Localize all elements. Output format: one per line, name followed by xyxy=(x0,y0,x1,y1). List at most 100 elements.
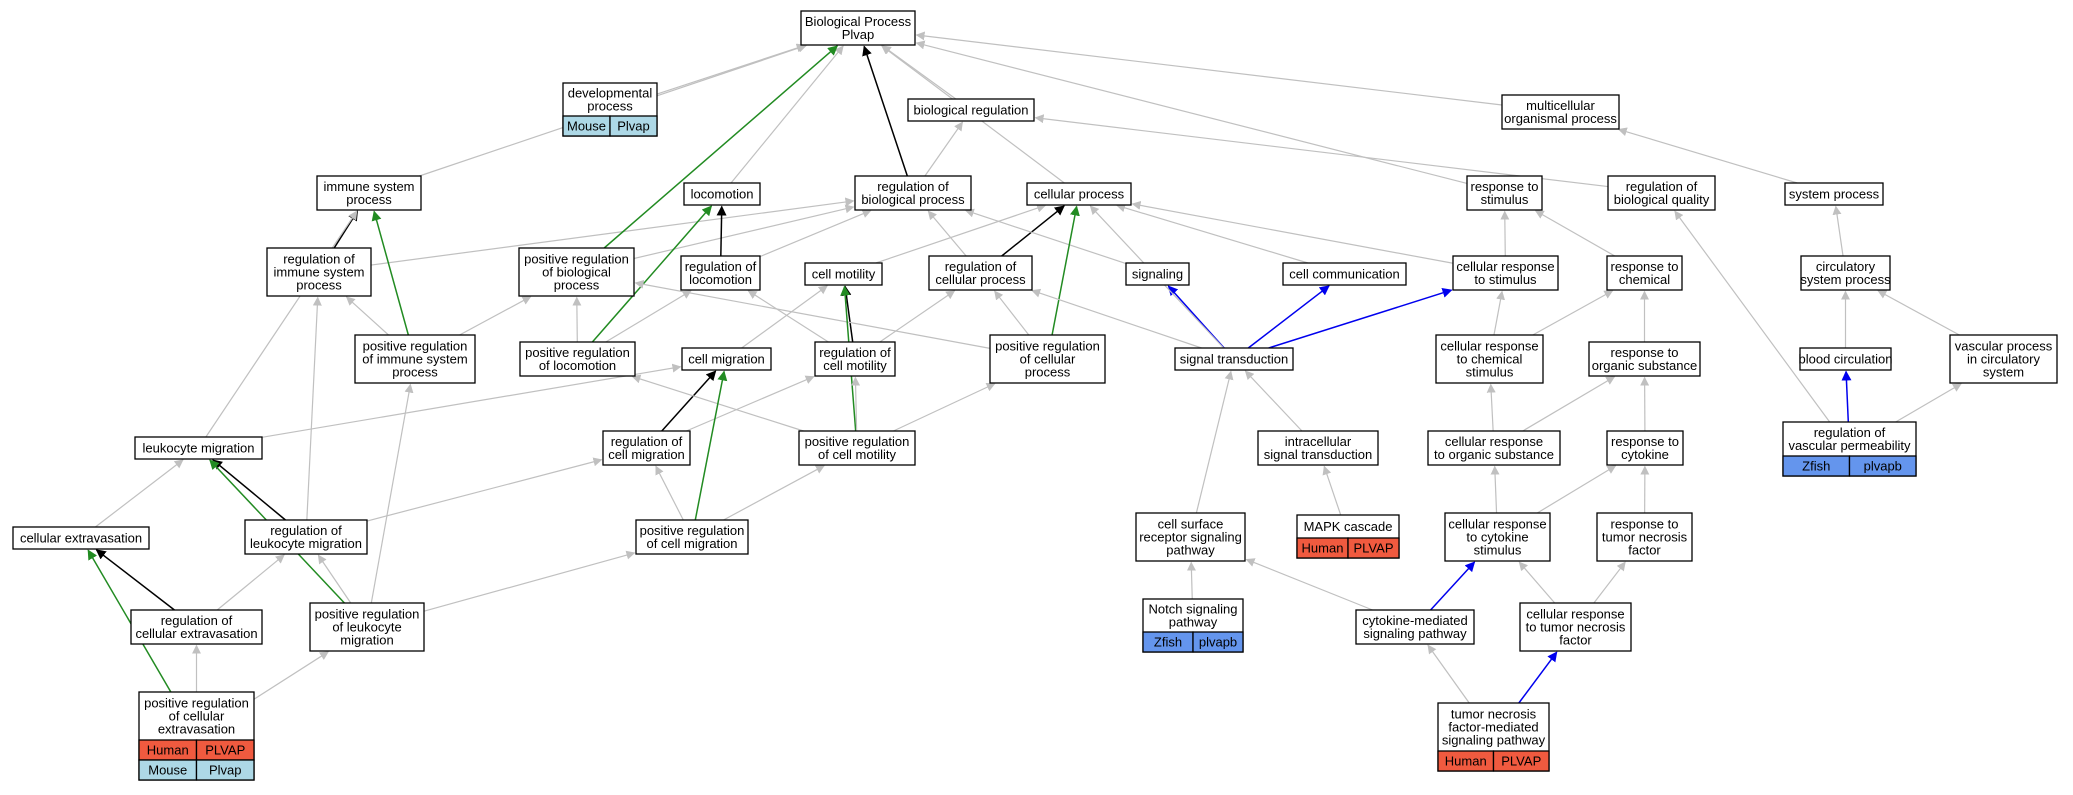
node-label-line: of immune system xyxy=(362,352,467,367)
edge-is-a xyxy=(1486,383,1496,432)
node-box xyxy=(1174,347,1294,371)
node-label-line: tumor necrosis xyxy=(1451,707,1537,722)
edge-is-a xyxy=(1877,290,1960,336)
node-label-line: regulation of xyxy=(611,434,683,449)
edge-positively-regulates xyxy=(87,549,172,693)
node-label-line: vascular permeability xyxy=(1788,438,1911,453)
edge-is-a xyxy=(317,554,352,604)
edge-is-a xyxy=(881,45,957,100)
node-box xyxy=(1125,262,1190,286)
edge-is-a xyxy=(1131,200,1454,264)
node-label-line: regulation of xyxy=(685,259,757,274)
node-label-line: blood circulation xyxy=(1799,352,1893,367)
tag-gene: plvapb xyxy=(1199,635,1237,650)
tag-cell-zfish xyxy=(1848,455,1917,477)
edge-is-a xyxy=(875,203,1047,264)
edge-is-a xyxy=(1245,558,1373,611)
node-box xyxy=(1799,347,1892,371)
edge-is-a xyxy=(1522,376,1616,432)
edge-is-a xyxy=(927,210,967,257)
node-box xyxy=(1452,255,1559,291)
node-label-line: intracellular xyxy=(1285,434,1352,449)
edge-is-a xyxy=(1534,210,1616,257)
go-term-node-system-process: system process xyxy=(1784,182,1884,206)
edge-is-a xyxy=(1031,288,1202,349)
node-label-line: regulation of xyxy=(283,252,355,267)
edge-is-a xyxy=(1500,210,1510,257)
tag-cell-human xyxy=(1492,750,1550,772)
edge-part-of xyxy=(862,45,909,177)
node-box xyxy=(798,430,916,466)
node-label-line: regulation of xyxy=(161,613,233,628)
node-label-line: positive regulation xyxy=(640,523,745,538)
edge-is-a xyxy=(730,45,844,184)
node-box xyxy=(680,255,761,291)
node-label-line: of cell motility xyxy=(818,447,897,462)
edge-is-a xyxy=(1195,370,1234,514)
node-label-line: response to xyxy=(1611,517,1679,532)
node-label-line: regulation of xyxy=(1814,425,1886,440)
node-box xyxy=(1026,182,1132,206)
go-term-node-locomotion: locomotion xyxy=(683,182,761,206)
node-label-line: signaling pathway xyxy=(1442,733,1546,748)
node-box xyxy=(1435,334,1544,384)
edge-is-a xyxy=(964,208,1127,265)
node-label-line: cell motility xyxy=(812,267,876,282)
edge-is-a xyxy=(253,651,329,700)
edge-positively-regulates xyxy=(603,45,839,249)
node-label-line: pathway xyxy=(1166,543,1215,558)
node-label-line: cell migration xyxy=(688,352,765,367)
edge-is-a xyxy=(1832,205,1844,257)
go-term-node-cell-communication: cell communication xyxy=(1282,262,1407,286)
node-label-line: extravasation xyxy=(158,722,235,737)
node-label-line: cytokine xyxy=(1621,447,1669,462)
edge-is-a xyxy=(686,375,815,432)
tag-gene: Plvap xyxy=(617,119,650,134)
node-label-line: regulation of xyxy=(877,179,949,194)
edge-is-a xyxy=(1532,290,1614,336)
node-box xyxy=(814,341,896,377)
node-label-line: biological quality xyxy=(1614,192,1710,207)
edge-is-a xyxy=(1518,561,1556,604)
node-label-line: factor xyxy=(1559,633,1592,648)
node-label-line: response to xyxy=(1611,434,1679,449)
node-label-line: process xyxy=(554,278,600,293)
edge-is-a xyxy=(459,296,532,336)
node-box xyxy=(800,10,916,46)
edge-is-a xyxy=(423,550,636,612)
edge-regulates xyxy=(1841,370,1852,423)
edge-is-a xyxy=(205,210,358,438)
edge-part-of xyxy=(95,549,175,611)
edge-is-a xyxy=(723,465,825,521)
node-box xyxy=(1784,182,1884,206)
go-term-node-leukocyte-migration: leukocyte migration xyxy=(134,436,263,460)
node-box xyxy=(1444,512,1551,562)
node-label-line: pathway xyxy=(1169,615,1218,630)
edge-is-a xyxy=(1322,465,1342,516)
edge-is-a xyxy=(759,209,872,258)
go-term-node-cellular-extravasation: cellular extravasation xyxy=(12,526,150,550)
node-label-line: Notch signaling xyxy=(1149,602,1238,617)
edge-part-of xyxy=(661,370,717,432)
node-label-line: organismal process xyxy=(1504,111,1617,126)
node-box xyxy=(1596,512,1693,562)
node-label-line: chemical xyxy=(1619,272,1670,287)
node-box xyxy=(12,526,150,550)
